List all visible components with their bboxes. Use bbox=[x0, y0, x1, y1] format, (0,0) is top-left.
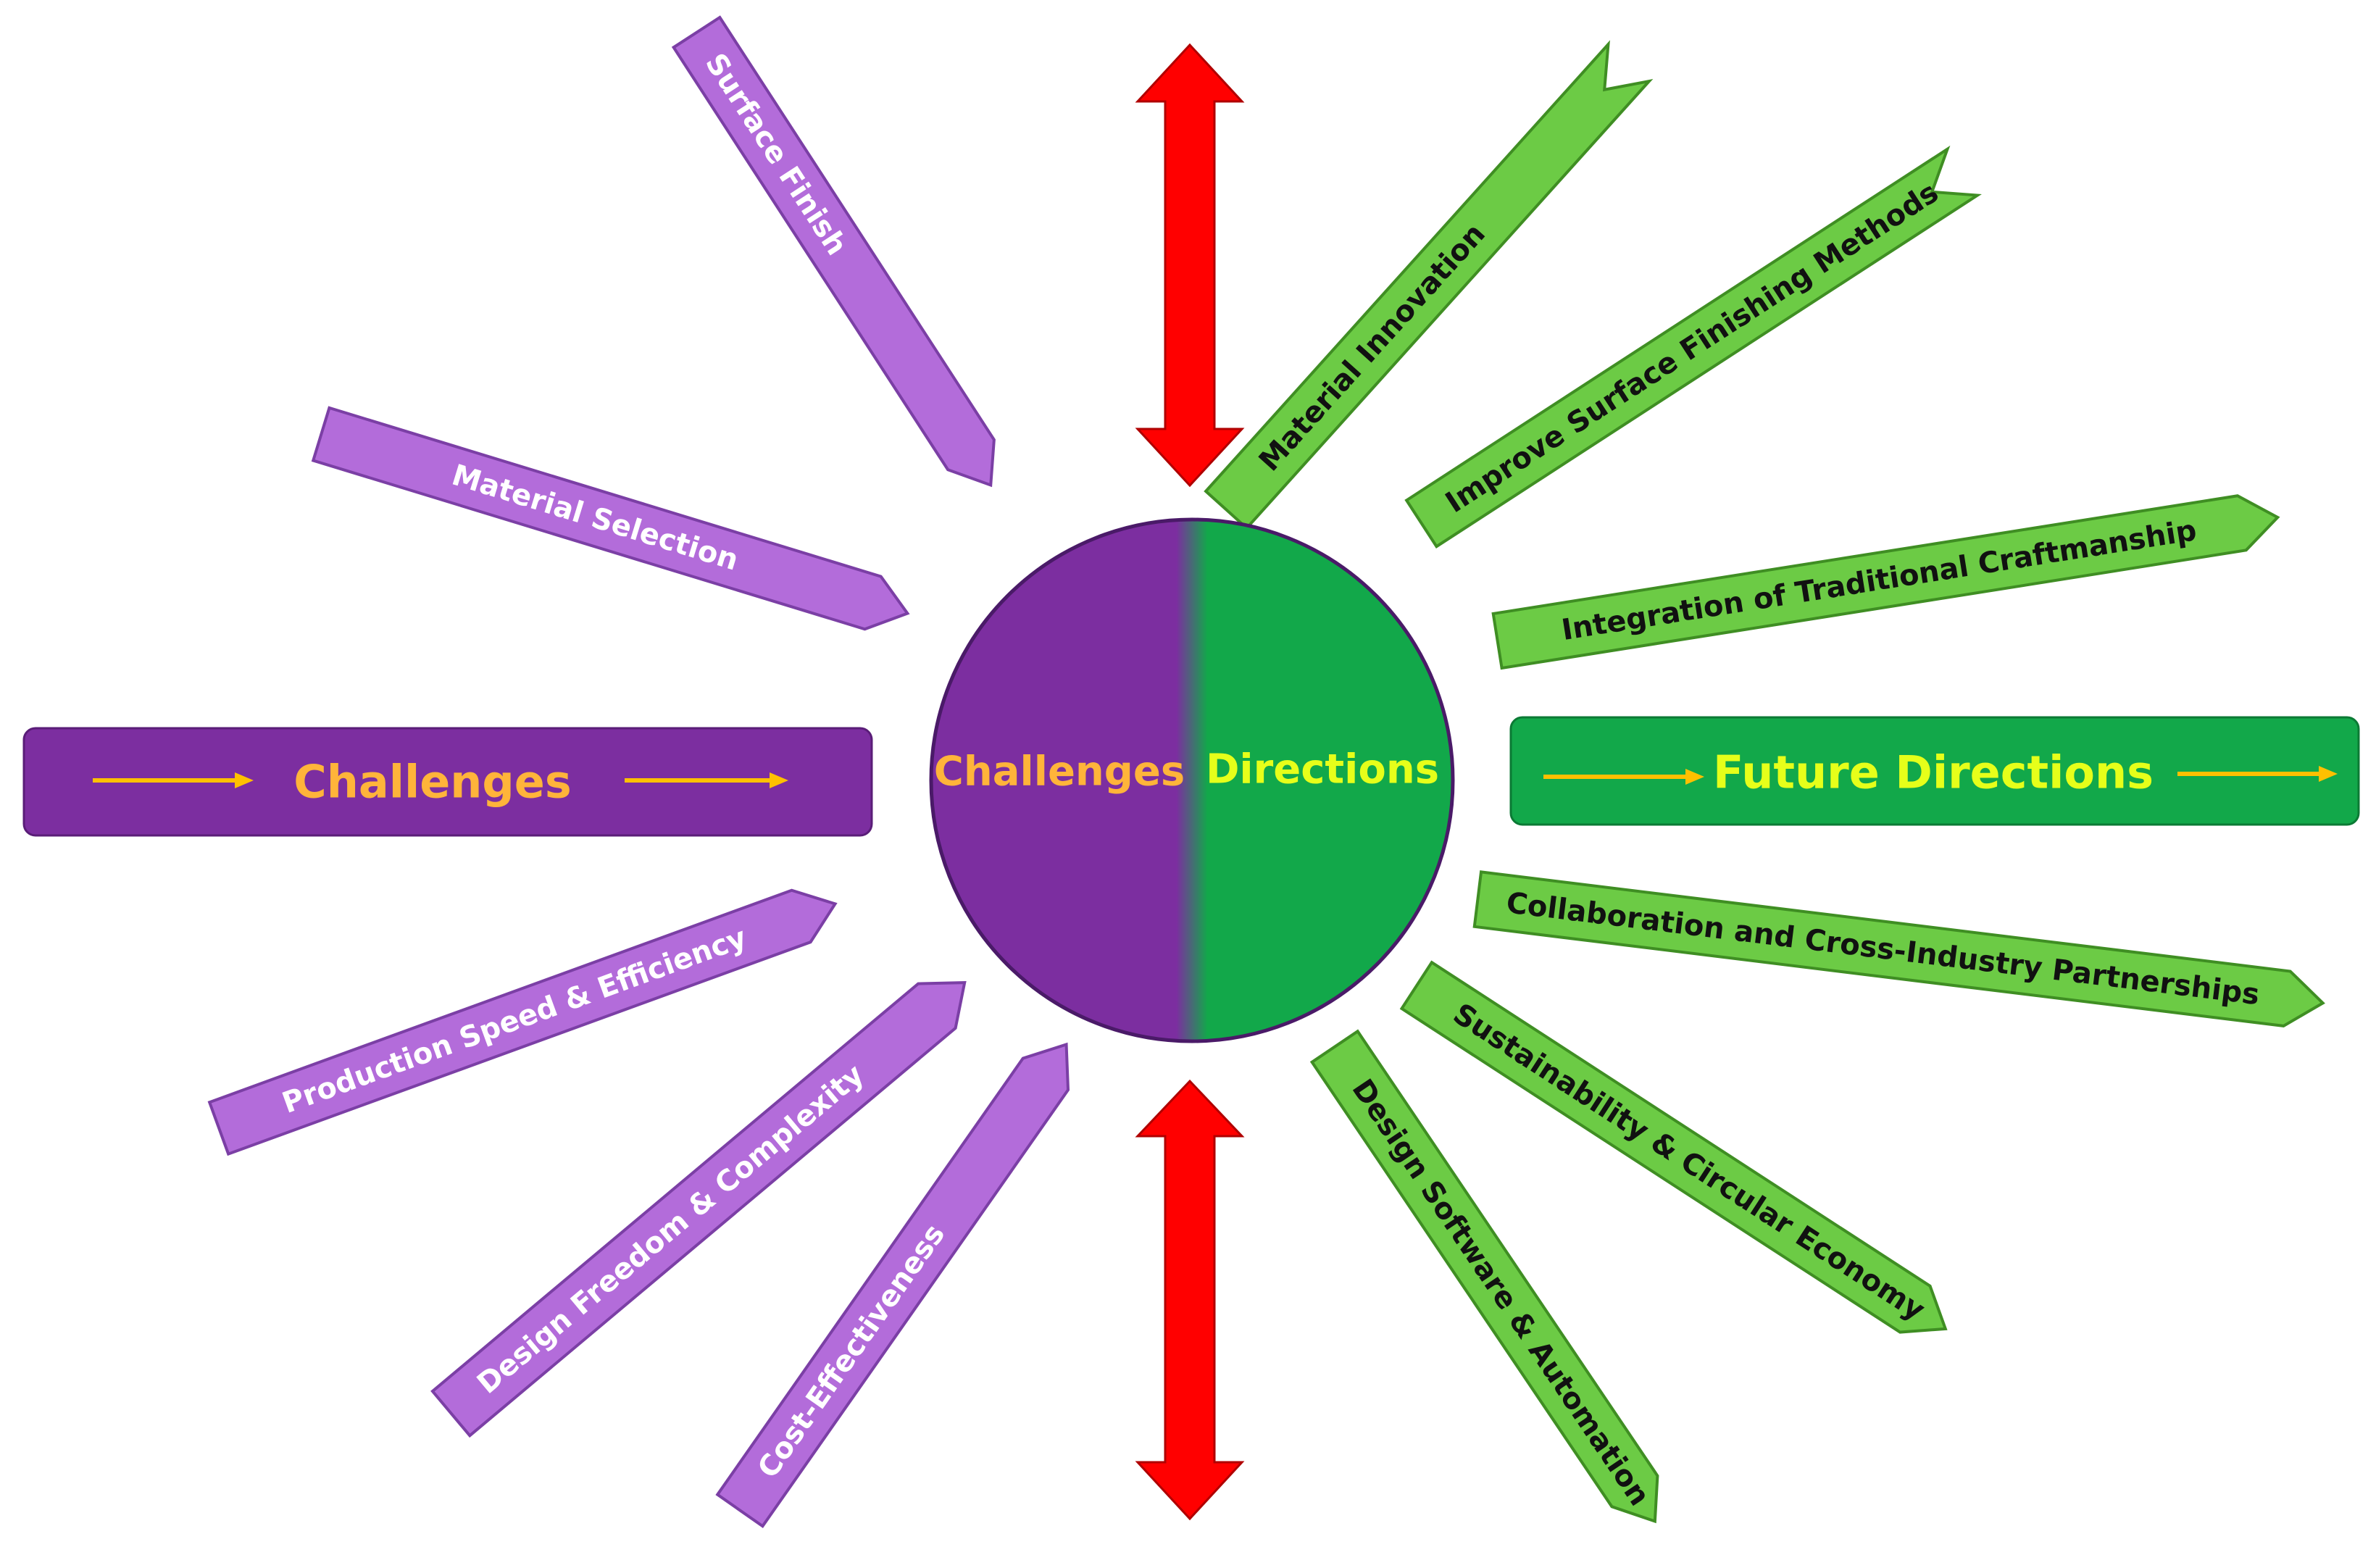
challenge-ray-production-speed: Production Speed & Efficiency bbox=[207, 888, 838, 1156]
bottom-double-arrow bbox=[1135, 1079, 1245, 1521]
challenge-ray-cost-effectiveness: Cost-Effectiveness bbox=[715, 1042, 1070, 1529]
direction-label: Collaboration and Cross-Industry Partner… bbox=[1504, 886, 2261, 1012]
direction-ray-collaboration: Collaboration and Cross-Industry Partner… bbox=[1472, 870, 2325, 1027]
direction-ray-traditional-craftmanship: Integration of Traditional Craftmanship bbox=[1491, 494, 2280, 670]
hub-directions-label: Directions bbox=[1206, 746, 1439, 793]
challenge-label: Production Speed & Efficiency bbox=[278, 921, 751, 1120]
center-hub: Challenges Directions bbox=[929, 517, 1455, 1043]
orange-right-arrow-icon bbox=[625, 772, 788, 788]
orange-right-arrow-icon bbox=[2177, 766, 2338, 782]
future-directions-banner-label: Future Directions bbox=[1713, 746, 2154, 799]
future-directions-banner: Future Directions bbox=[1509, 716, 2360, 826]
challenge-ray-material-selection: Material Selection bbox=[311, 406, 910, 631]
challenge-label: Material Selection bbox=[448, 459, 742, 577]
challenges-banner: Challenges bbox=[22, 727, 873, 837]
top-double-arrow bbox=[1135, 43, 1245, 488]
challenges-banner-label: Challenges bbox=[293, 756, 572, 809]
challenge-label: Surface Finish bbox=[699, 48, 854, 262]
orange-right-arrow-icon bbox=[1543, 769, 1704, 785]
challenge-label: Design Freedom & Complexity bbox=[471, 1058, 870, 1401]
hub-challenges-label: Challenges bbox=[934, 748, 1185, 796]
orange-right-arrow-icon bbox=[93, 772, 254, 788]
direction-label: Material Innovation bbox=[1253, 217, 1492, 478]
direction-ray-material-innovation: Material Innovation bbox=[1204, 40, 1654, 530]
challenge-label: Cost-Effectiveness bbox=[751, 1218, 951, 1484]
direction-label: Integration of Traditional Craftmanship bbox=[1559, 514, 2199, 647]
challenge-ray-surface-finish: Surface Finish bbox=[671, 15, 996, 488]
